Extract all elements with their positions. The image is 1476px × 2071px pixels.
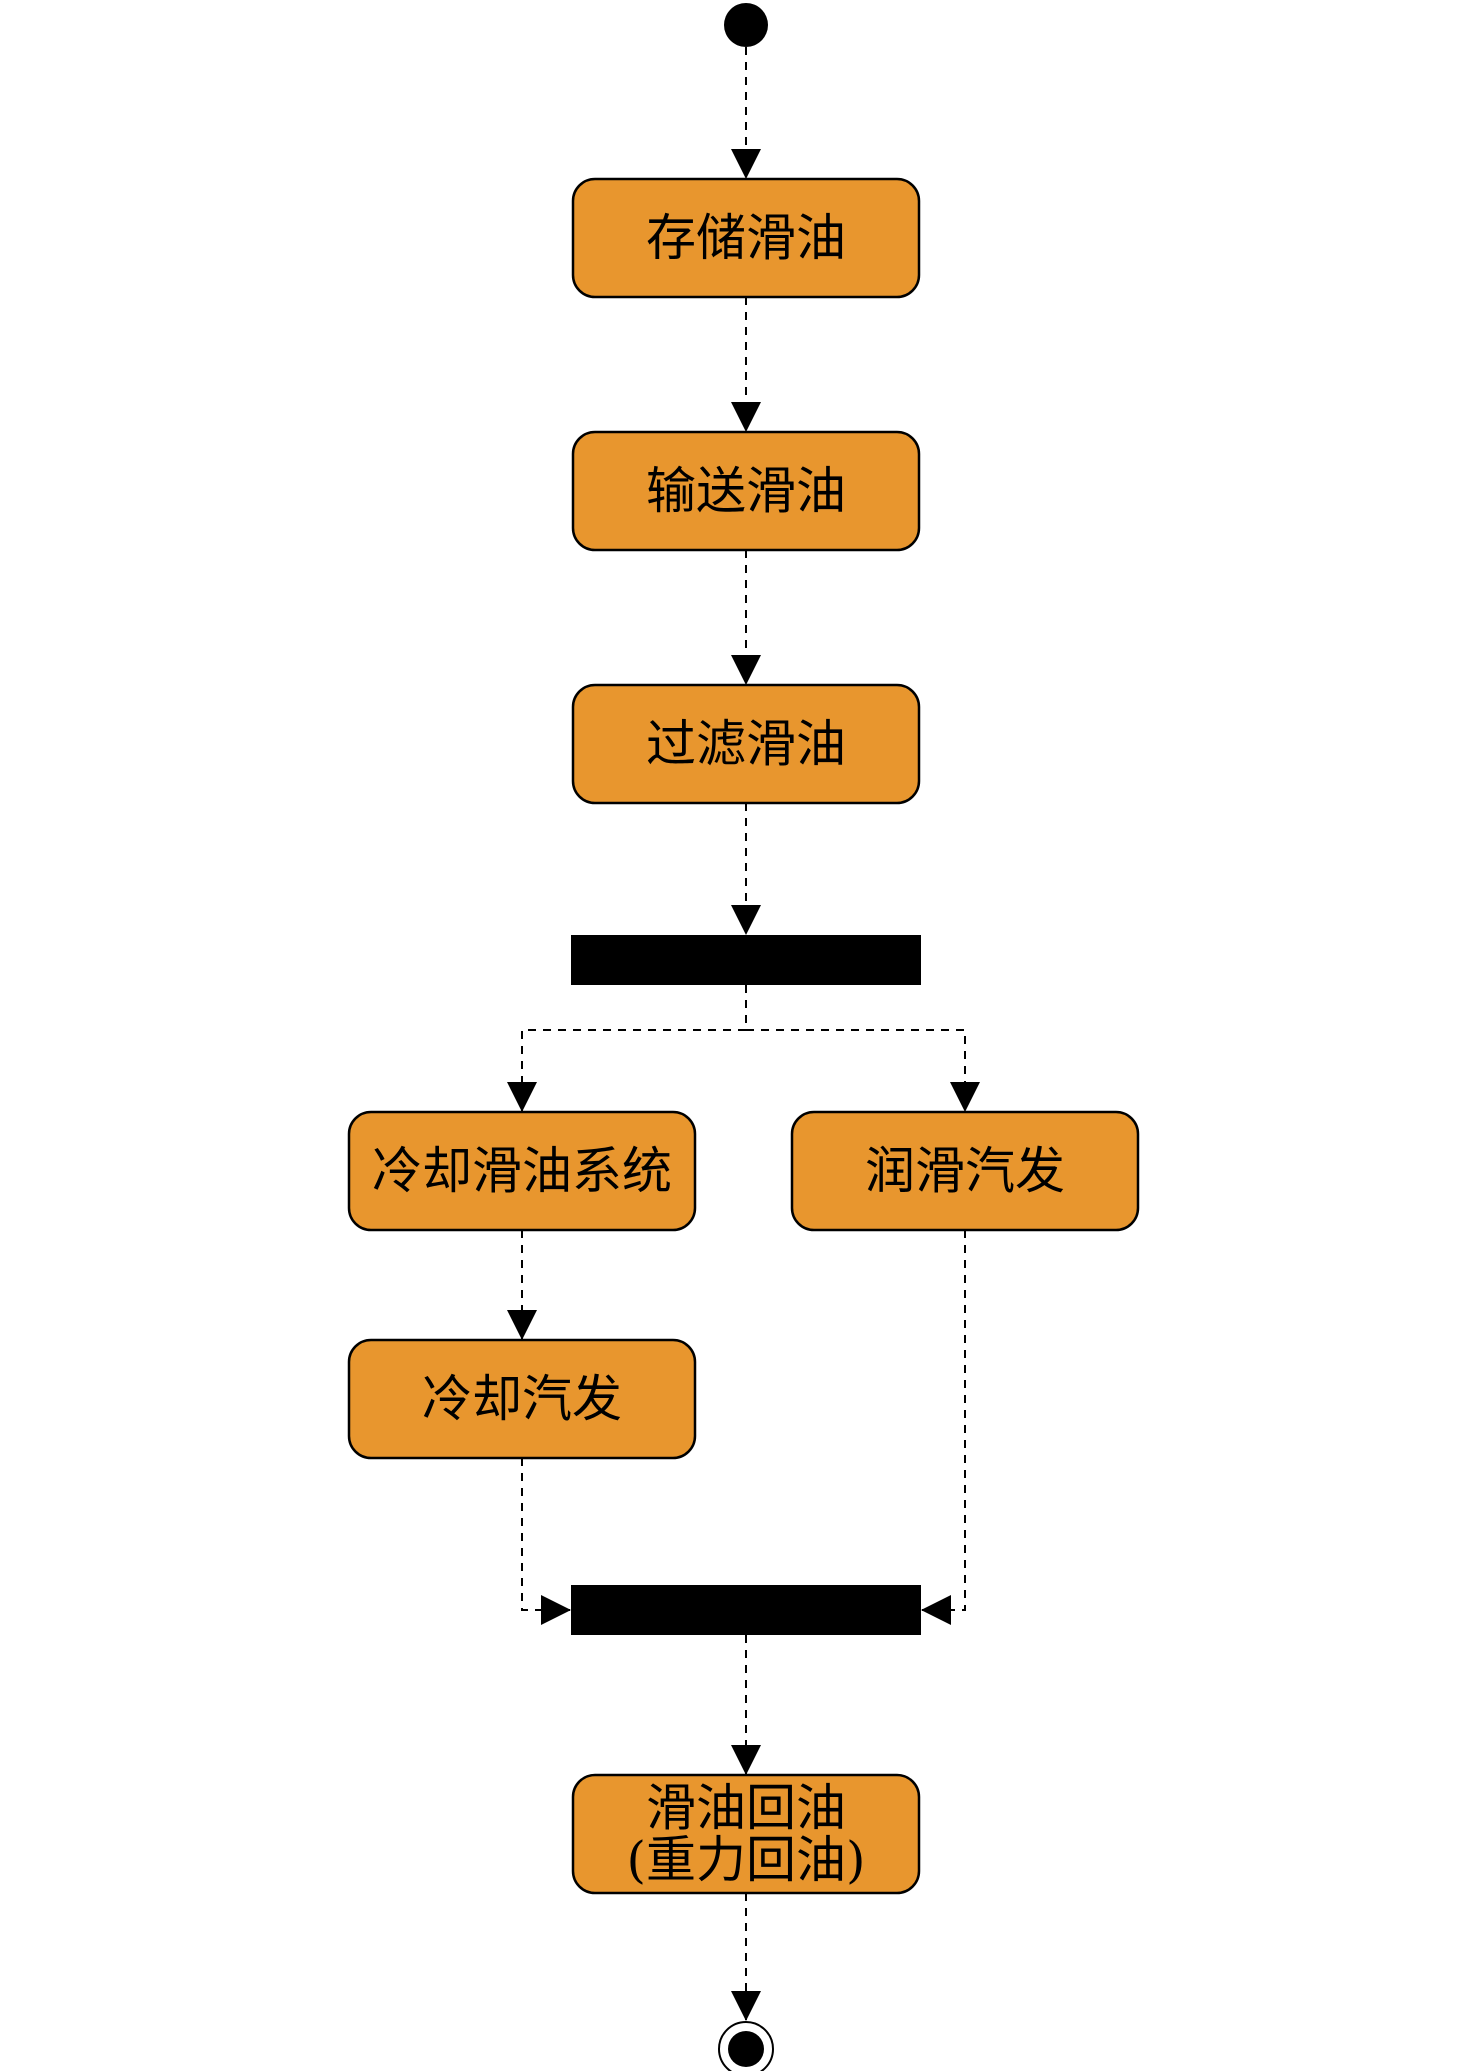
edge-fork-to-cool_system — [507, 985, 747, 1112]
activity-cool_system: 冷却滑油系统 — [347, 1110, 697, 1232]
activity-box — [571, 1773, 921, 1895]
activity-cool_engine: 冷却汽发 — [347, 1338, 697, 1460]
activity-label: 输送滑油 — [646, 462, 846, 520]
activity-label: 润滑汽发 — [865, 1142, 1065, 1200]
activity-label: (重力回油) — [626, 1831, 865, 1889]
activity-label: 存储滑油 — [646, 209, 846, 267]
fork-bar — [571, 935, 921, 985]
activity-filter: 过滤滑油 — [571, 683, 921, 805]
activity-box — [347, 1338, 697, 1460]
start-node — [724, 3, 768, 47]
activity-lubricate: 润滑汽发 — [790, 1110, 1140, 1232]
activity-label: 冷却滑油系统 — [372, 1142, 672, 1200]
activity-store: 存储滑油 — [571, 177, 921, 299]
activity-box — [571, 683, 921, 805]
activity-return: 滑油回油(重力回油) — [571, 1773, 921, 1895]
activity-label: 滑油回油 — [646, 1779, 846, 1837]
edge-lubricate-to-join — [921, 1230, 966, 1625]
activity-box — [571, 177, 921, 299]
edge-cool_engine-to-join — [521, 1458, 571, 1625]
activity-box — [571, 430, 921, 552]
join-bar — [571, 1585, 921, 1635]
activity-label: 冷却汽发 — [422, 1370, 622, 1428]
end-node-dot — [728, 2031, 764, 2067]
activity-transport: 输送滑油 — [571, 430, 921, 552]
activity-label: 过滤滑油 — [646, 715, 846, 773]
edge-fork-to-lubricate — [746, 1029, 980, 1112]
activity-box — [347, 1110, 697, 1232]
activity-box — [790, 1110, 1140, 1232]
end-node — [718, 2021, 774, 2071]
